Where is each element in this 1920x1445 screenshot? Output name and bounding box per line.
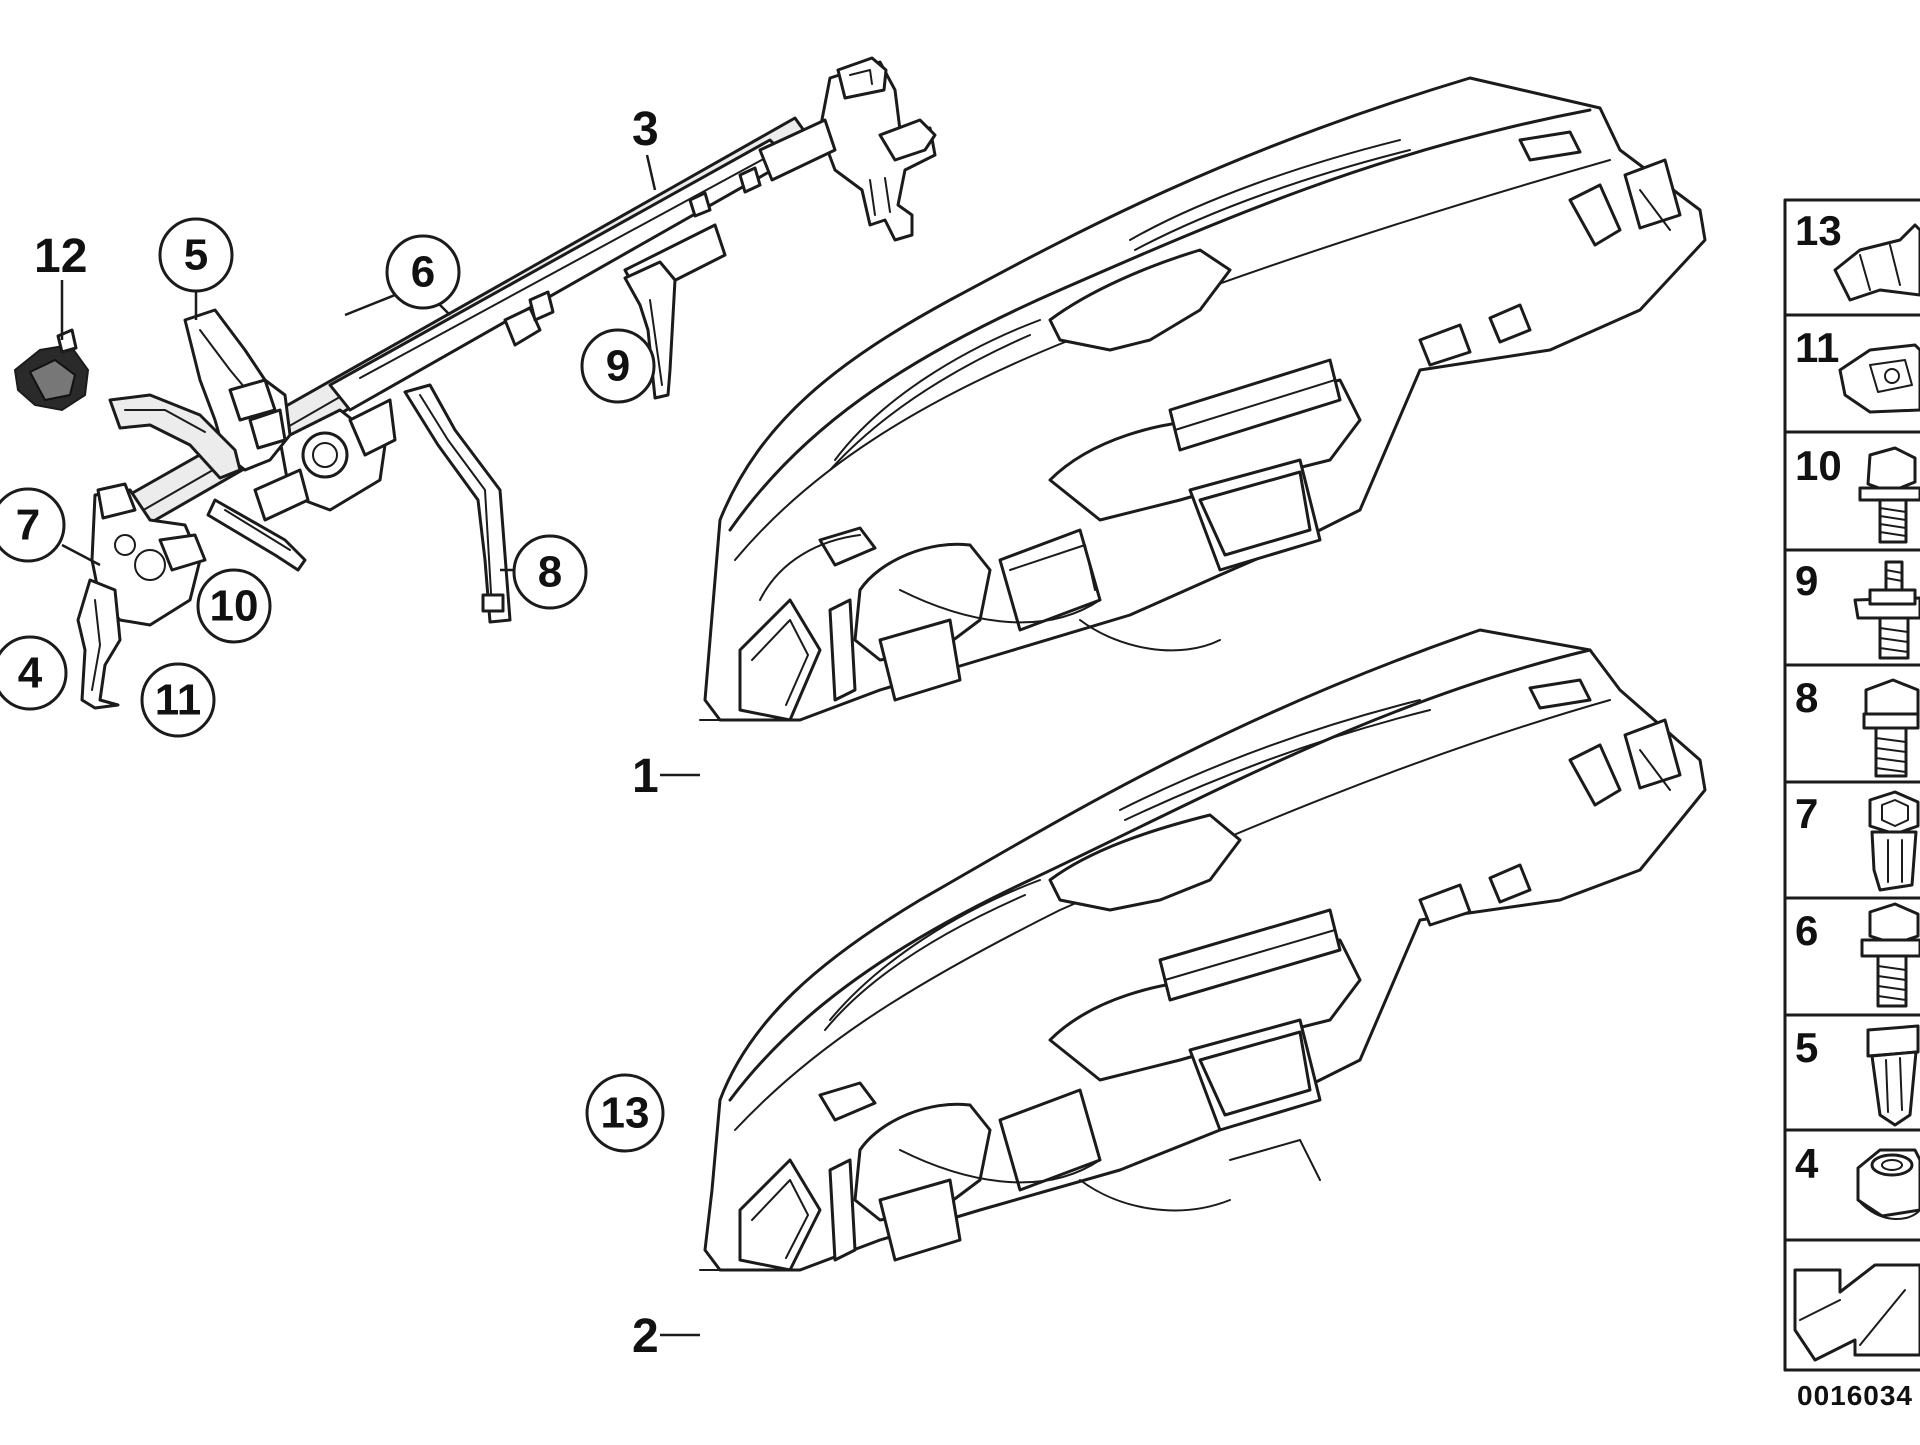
spring-clip-13 xyxy=(1833,223,1920,302)
callout-3: 3 xyxy=(632,103,659,156)
callout-8-circle: 8 xyxy=(512,534,588,610)
callout-10: 10 xyxy=(210,582,259,631)
callout-13: 13 xyxy=(601,1089,650,1138)
hex-nut-4 xyxy=(1856,1148,1920,1220)
clip-nut-11 xyxy=(1838,343,1920,414)
callout-7-circle: 7 xyxy=(0,487,66,563)
callout-6: 6 xyxy=(411,248,435,297)
table-label-10: 10 xyxy=(1795,442,1842,489)
fastener-table xyxy=(1783,198,1920,1372)
hex-bolt-8 xyxy=(1862,678,1920,778)
fastener-table-labels: 13 11 10 9 8 7 6 5 4 xyxy=(1795,207,1842,1187)
clip-part-12 xyxy=(13,328,90,412)
table-label-9: 9 xyxy=(1795,557,1818,604)
callout-1: 1 xyxy=(632,750,659,803)
table-label-11: 11 xyxy=(1795,324,1839,371)
callout-9-circle: 9 xyxy=(580,328,656,404)
callout-7: 7 xyxy=(16,501,40,550)
callout-5: 5 xyxy=(184,231,208,280)
drawing-code: 0016034 xyxy=(1797,1380,1913,1411)
table-label-13: 13 xyxy=(1795,207,1842,254)
callout-2: 2 xyxy=(632,1310,659,1363)
callout-6-circle: 6 xyxy=(385,234,461,310)
hex-bolt-6 xyxy=(1860,902,1920,1008)
callout-11: 11 xyxy=(155,676,202,725)
callout-9: 9 xyxy=(606,342,630,391)
plastic-nut-5 xyxy=(1866,1024,1920,1127)
callout-12: 12 xyxy=(34,230,87,283)
callout-5-circle: 5 xyxy=(158,217,234,293)
table-label-7: 7 xyxy=(1795,790,1818,837)
callouts: 1 2 3 12 4 5 6 7 8 9 10 xyxy=(0,103,665,1363)
direction-arrow xyxy=(1793,1263,1920,1362)
stud-bolt-9 xyxy=(1853,560,1920,660)
hex-bolt-10 xyxy=(1858,446,1920,544)
table-label-6: 6 xyxy=(1795,907,1818,954)
cross-member-assembly xyxy=(13,56,937,710)
callout-4: 4 xyxy=(18,649,43,698)
expanding-nut-7 xyxy=(1868,790,1920,892)
callout-10-circle: 10 xyxy=(196,568,272,644)
table-label-5: 5 xyxy=(1795,1024,1818,1071)
callout-4-circle: 4 xyxy=(0,635,68,711)
table-label-8: 8 xyxy=(1795,674,1818,721)
dashboard-panel-1 xyxy=(699,76,1707,722)
callout-8: 8 xyxy=(538,548,562,597)
dashboard-panel-2 xyxy=(699,628,1707,1272)
callout-11-circle: 11 xyxy=(140,662,216,738)
table-label-4: 4 xyxy=(1795,1140,1819,1187)
callout-13-circle: 13 xyxy=(585,1073,665,1153)
